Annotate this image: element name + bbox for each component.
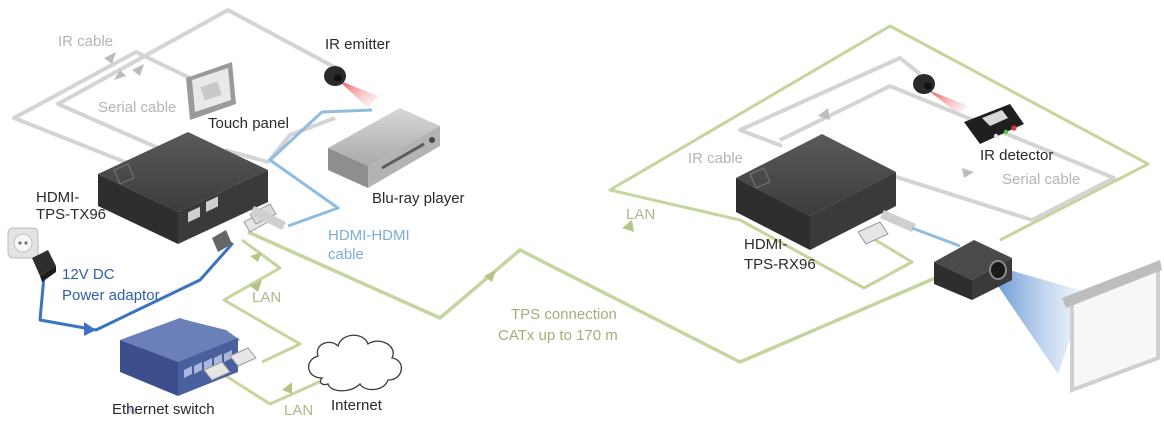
lan-label-left: LAN xyxy=(252,289,282,306)
lan-label-bottom: LAN xyxy=(284,402,314,419)
rx-model-label-line2: TPS-RX96 xyxy=(744,256,816,273)
ir-cable-label-left: IR cable xyxy=(58,33,114,50)
left-cable-arrows xyxy=(104,52,144,80)
ir-emitter-label: IR emitter xyxy=(325,36,391,53)
touch-panel-label: Touch panel xyxy=(208,115,289,132)
ir-cable-label-right: IR cable xyxy=(688,150,744,167)
green-cable-arrows xyxy=(250,220,634,394)
power-socket xyxy=(7,227,39,259)
power-cable-arrow xyxy=(84,322,96,336)
projection-screen xyxy=(1062,260,1162,393)
hdmi-cable-label-line1: HDMI-HDMI xyxy=(328,227,410,244)
right-serial-cable xyxy=(779,84,1116,222)
lan-right-cable xyxy=(608,24,1150,290)
tx-connectors xyxy=(212,203,286,252)
power-adaptor-label-line2: Power adaptor xyxy=(62,287,160,304)
bluray-player-device xyxy=(328,108,440,188)
projector-device xyxy=(934,240,1012,300)
switch-connectors xyxy=(203,347,257,381)
ir-detector-label: IR detector xyxy=(980,147,1054,164)
touch-panel-device xyxy=(186,62,236,120)
ir-emitter-device xyxy=(324,66,378,108)
hdmi-cable-label-line2: cable xyxy=(328,246,364,263)
lan-label-right: LAN xyxy=(626,206,656,223)
lan-left-cable xyxy=(222,238,302,364)
internet-label: Internet xyxy=(331,397,382,414)
serial-cable-label-right: Serial cable xyxy=(1002,171,1081,188)
ethernet-switch-label: Ethernet switch xyxy=(112,401,215,418)
right-cable-arrows xyxy=(818,108,974,178)
ir-emitter-right-device xyxy=(913,74,968,114)
projector-beam xyxy=(994,268,1086,374)
left-serial-cable xyxy=(12,50,336,170)
rx-connectors xyxy=(857,210,916,245)
power-adaptor-label-line1: 12V DC xyxy=(62,266,115,283)
ir-detector-remote xyxy=(964,104,1024,144)
tx-model-label-line1: HDMI- xyxy=(36,189,80,206)
hdmi-cable xyxy=(268,108,373,228)
tps-connection-label-line2: CATx up to 170 m xyxy=(498,327,618,344)
power-adaptor-device xyxy=(32,250,56,282)
lan-bottom-cable xyxy=(225,374,329,406)
internet-cloud xyxy=(308,334,402,392)
tps-connection-label-line1: TPS connection xyxy=(511,306,617,323)
rx-extender-device xyxy=(736,134,896,250)
rx-hdmi-cable xyxy=(911,226,961,248)
tx-extender-device xyxy=(98,132,268,244)
serial-cable-label-left: Serial cable xyxy=(98,99,177,116)
tx-model-label-line2: TPS-TX96 xyxy=(36,206,107,223)
right-ir-cable xyxy=(738,56,922,148)
bluray-player-label: Blu-ray player xyxy=(372,190,465,207)
rx-model-label-line1: HDMI- xyxy=(744,236,788,253)
